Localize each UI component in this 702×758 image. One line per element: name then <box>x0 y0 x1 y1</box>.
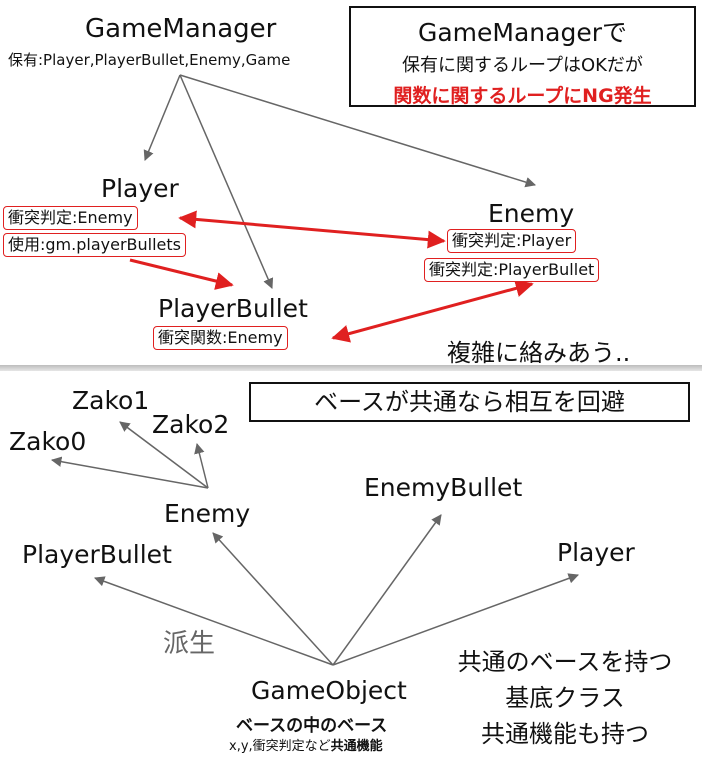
playerbullet-label: PlayerBullet <box>22 540 172 569</box>
base-note-line2: 基底クラス <box>505 684 625 712</box>
enemybullet-label: EnemyBullet <box>364 473 523 502</box>
section-divider <box>0 365 702 371</box>
base-note-line3: 共通機能も持つ <box>481 720 649 748</box>
gm-to-enemy-arrow <box>179 74 537 188</box>
gm-to-playerbullet-arrow <box>179 74 274 289</box>
callout-line2: 保有に関するループはOKだが <box>402 55 643 76</box>
enemy-collision-bullet-label: 衝突判定:PlayerBullet <box>424 258 600 282</box>
go-to-playerbullet-arrow <box>94 576 334 666</box>
enemy-to-zako0-arrow <box>50 456 209 489</box>
gameobject-desc-bold: 共通機能 <box>330 739 383 754</box>
gameobject-title: GameObject <box>251 676 407 705</box>
derive-label: 派生 <box>163 629 216 659</box>
enemy-collision-player-label: 衝突判定:Player <box>447 229 577 253</box>
player-node-title: Player <box>101 174 179 203</box>
game-manager-title: GameManager <box>85 14 277 44</box>
go-to-player-arrow <box>332 573 579 666</box>
player-uses-label: 使用:gm.playerBullets <box>3 233 186 257</box>
game-manager-holds: 保有:Player,PlayerBullet,Enemy,Game <box>8 51 291 69</box>
gameobject-subtitle: ベースの中のベース <box>236 716 388 736</box>
go-to-enemybullet-arrow <box>332 514 442 666</box>
enemy-base-label: Enemy <box>164 499 251 528</box>
gameobject-desc-prefix: x,y,衝突判定など <box>229 739 331 754</box>
enemy-node-title: Enemy <box>488 199 575 228</box>
enemy-to-zako2-arrow <box>194 442 209 489</box>
zako1-label: Zako1 <box>72 386 150 415</box>
complex-note: 複雑に絡みあう.. <box>447 339 631 367</box>
base-note-line1: 共通のベースを持つ <box>457 648 673 676</box>
zako0-label: Zako0 <box>9 427 87 456</box>
player-uses-bullets-arrow <box>129 258 234 290</box>
player-label: Player <box>557 538 635 567</box>
enemy-to-zako1-arrow <box>119 421 209 489</box>
bullet-enemy-collision-arrow <box>331 279 534 343</box>
player-enemy-collision-arrow <box>178 210 446 249</box>
gameobject-desc: x,y,衝突判定など共通機能 <box>229 735 383 754</box>
playerbullet-collision-func-label: 衝突関数:Enemy <box>153 326 288 350</box>
callout-line3: 関数に関するループにNG発生 <box>393 85 652 107</box>
gm-to-player-arrow <box>143 74 181 161</box>
base-class-note: 共通のベースを持つ 基底クラス 共通機能も持つ <box>432 644 698 752</box>
callout-ng-loop: GameManagerで 保有に関するループはOKだが 関数に関するループにNG… <box>349 6 696 107</box>
zako2-label: Zako2 <box>152 410 230 439</box>
playerbullet-node-title: PlayerBullet <box>158 294 308 323</box>
go-to-enemy-arrow <box>212 532 334 666</box>
callout-common-base: ベースが共通なら相互を回避 <box>249 382 690 422</box>
player-collision-label: 衝突判定:Enemy <box>3 206 138 230</box>
callout-line1: GameManagerで <box>417 18 627 47</box>
